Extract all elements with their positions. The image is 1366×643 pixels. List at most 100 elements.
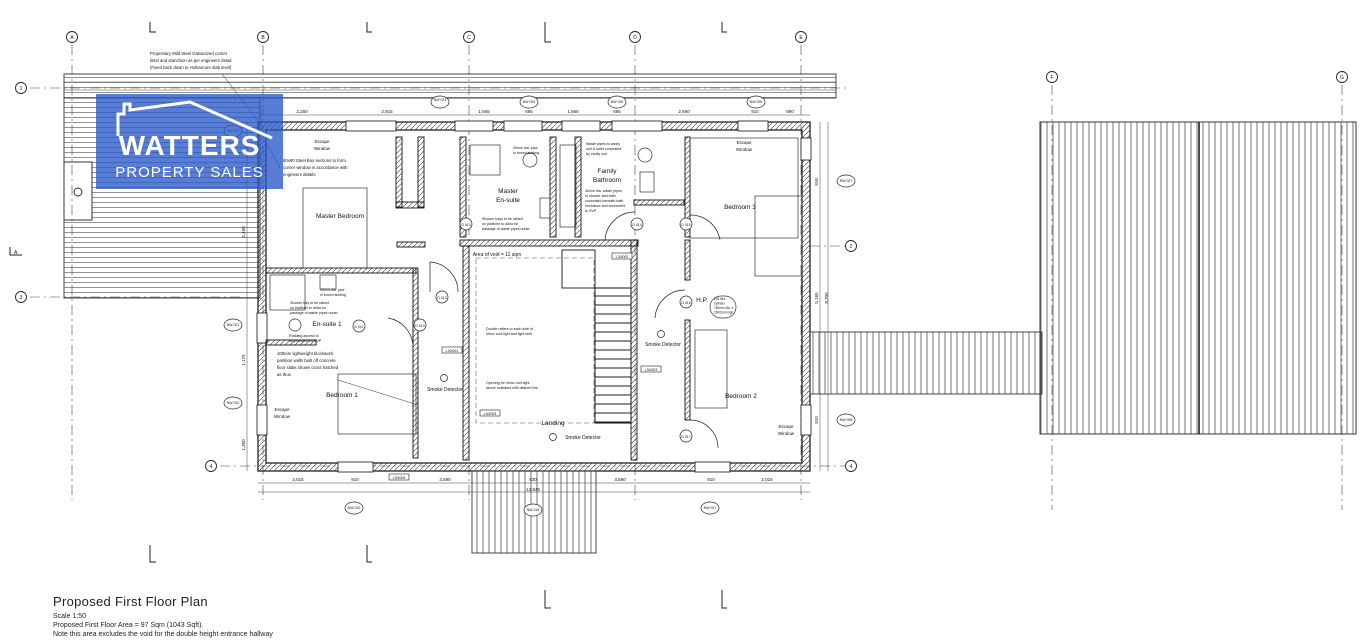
section-mark-a: A: [14, 250, 18, 256]
dim-top: 1,565: [567, 109, 579, 114]
door-tag-013: D 013: [461, 223, 470, 227]
door-tag-017: D 017: [681, 435, 690, 439]
grid-label-b: B: [261, 35, 265, 41]
window-tag-018: NW 018: [527, 508, 540, 512]
escape-window-label: Escape: [274, 407, 290, 412]
dim-right: 910: [814, 416, 819, 424]
dim-bottom: 2,015: [761, 477, 773, 482]
lintel-tag: L30/002: [616, 255, 629, 259]
dim-left: 1,350: [241, 439, 246, 451]
grid-label-e: E: [799, 35, 803, 41]
escape-window-label: Window: [274, 414, 291, 419]
smoke-detector-label: Smoke Detector: [645, 342, 681, 348]
grid-label-3: 3: [20, 295, 23, 301]
internal-walls: [265, 136, 691, 461]
note-steel-corner: Proprietary Mild Steel Galvanized corner…: [150, 51, 232, 70]
lintel-tag: L30/004: [484, 412, 497, 416]
area-void-label: Area of void = 11 sqm: [473, 252, 521, 258]
room-master-bedroom: Master Bedroom: [316, 213, 364, 220]
dim-left: 1,175: [241, 354, 246, 366]
rooflight-left: [63, 161, 93, 221]
plan-caption: Proposed First Floor Plan Scale 1:50 Pro…: [53, 594, 273, 639]
room-family-bathroom-1: Family: [597, 168, 617, 175]
escape-window-label: Escape: [736, 140, 752, 145]
dim-top: 910: [751, 109, 759, 114]
dim-right: 5,165: [814, 292, 819, 304]
window-tag-027: NW 027: [840, 179, 853, 183]
room-family-bathroom-2: Bathroom: [593, 177, 621, 184]
dim-top: 685: [613, 109, 621, 114]
lintel-tag-boxes: [388, 252, 662, 481]
dim-bottom: 3,590: [614, 477, 626, 482]
room-master-ensuite-1: Master: [498, 188, 519, 195]
grid-label-a: A: [70, 35, 74, 41]
dim-top: 2,250: [296, 109, 308, 114]
grid-label-4b: 4: [850, 464, 853, 470]
dim-bottom: 910: [351, 477, 359, 482]
watermark-logo: WATTERS PROPERTY SALES: [96, 94, 283, 189]
room-hp: H.P.: [696, 297, 708, 304]
dim-left: 2,460: [241, 226, 246, 238]
roof-right: [1039, 121, 1357, 435]
dimension-lines: [246, 114, 829, 493]
room-landing: Landing: [541, 420, 565, 427]
dim-total-bottom: 13,945: [526, 487, 540, 492]
door-tag-016: D 016: [681, 301, 690, 305]
windows: [256, 120, 812, 473]
section-marks: [9, 22, 727, 609]
grid-label-1: 1: [20, 86, 23, 92]
lintel-tag: L30/003: [645, 368, 658, 372]
watermark-line2: PROPERTY SALES: [115, 164, 264, 181]
dim-top: 2,915: [381, 109, 393, 114]
escape-window-label: Escape: [314, 139, 330, 144]
watermark-line1: WATTERS: [118, 130, 261, 161]
window-tag-025: NW 025: [611, 100, 624, 104]
dim-bottom: 910: [707, 477, 715, 482]
staircase: [594, 287, 632, 424]
window-tag-026: NW 026: [750, 100, 763, 104]
smoke-detectors: [440, 330, 665, 441]
grid-label-f: F: [1050, 75, 1053, 81]
dim-top: 1,565: [478, 109, 490, 114]
escape-window-label: Window: [736, 147, 753, 152]
room-master-ensuite-2: En-suite: [496, 197, 520, 204]
smoke-detector-label: Smoke Detector: [565, 435, 601, 441]
window-tag-023: NW 023: [434, 98, 447, 102]
room-ensuite1: En-suite 1: [312, 321, 342, 328]
grid-label-d: D: [633, 35, 637, 41]
stair-top: [561, 249, 596, 289]
grid-label-c: C: [467, 35, 471, 41]
lintel-tag: L30/005: [393, 476, 406, 480]
room-bedroom2: Bedroom 2: [725, 393, 757, 400]
plan-scale: Scale 1:50: [53, 613, 87, 620]
house-icon: [116, 100, 273, 140]
grid-label-4a: 4: [210, 464, 213, 470]
window-tag-021: NW 021: [227, 323, 240, 327]
dim-right: 8,705: [824, 292, 829, 304]
plan-note: Note this area excludes the void for the…: [53, 631, 273, 638]
dim-right: 910: [814, 178, 819, 186]
dim-top: 890: [786, 109, 794, 114]
dim-top: 685: [525, 109, 533, 114]
lintel-tag: L30/001: [446, 349, 459, 353]
plan-title: Proposed First Floor Plan: [53, 594, 208, 609]
door-tag-bubbles: [352, 217, 693, 443]
void-area: [475, 257, 595, 424]
escape-window-label: Window: [778, 431, 795, 436]
grid-bubbles: [15, 31, 1348, 472]
door-tag-015: D 015: [681, 223, 690, 227]
window-tag-024: NW 024: [523, 100, 536, 104]
door-tag-012: D 012: [437, 296, 446, 300]
window-tag-020: NW 020: [227, 401, 240, 405]
door-tag-010: D 010: [415, 324, 424, 328]
dim-bottom: 2,015: [292, 477, 304, 482]
